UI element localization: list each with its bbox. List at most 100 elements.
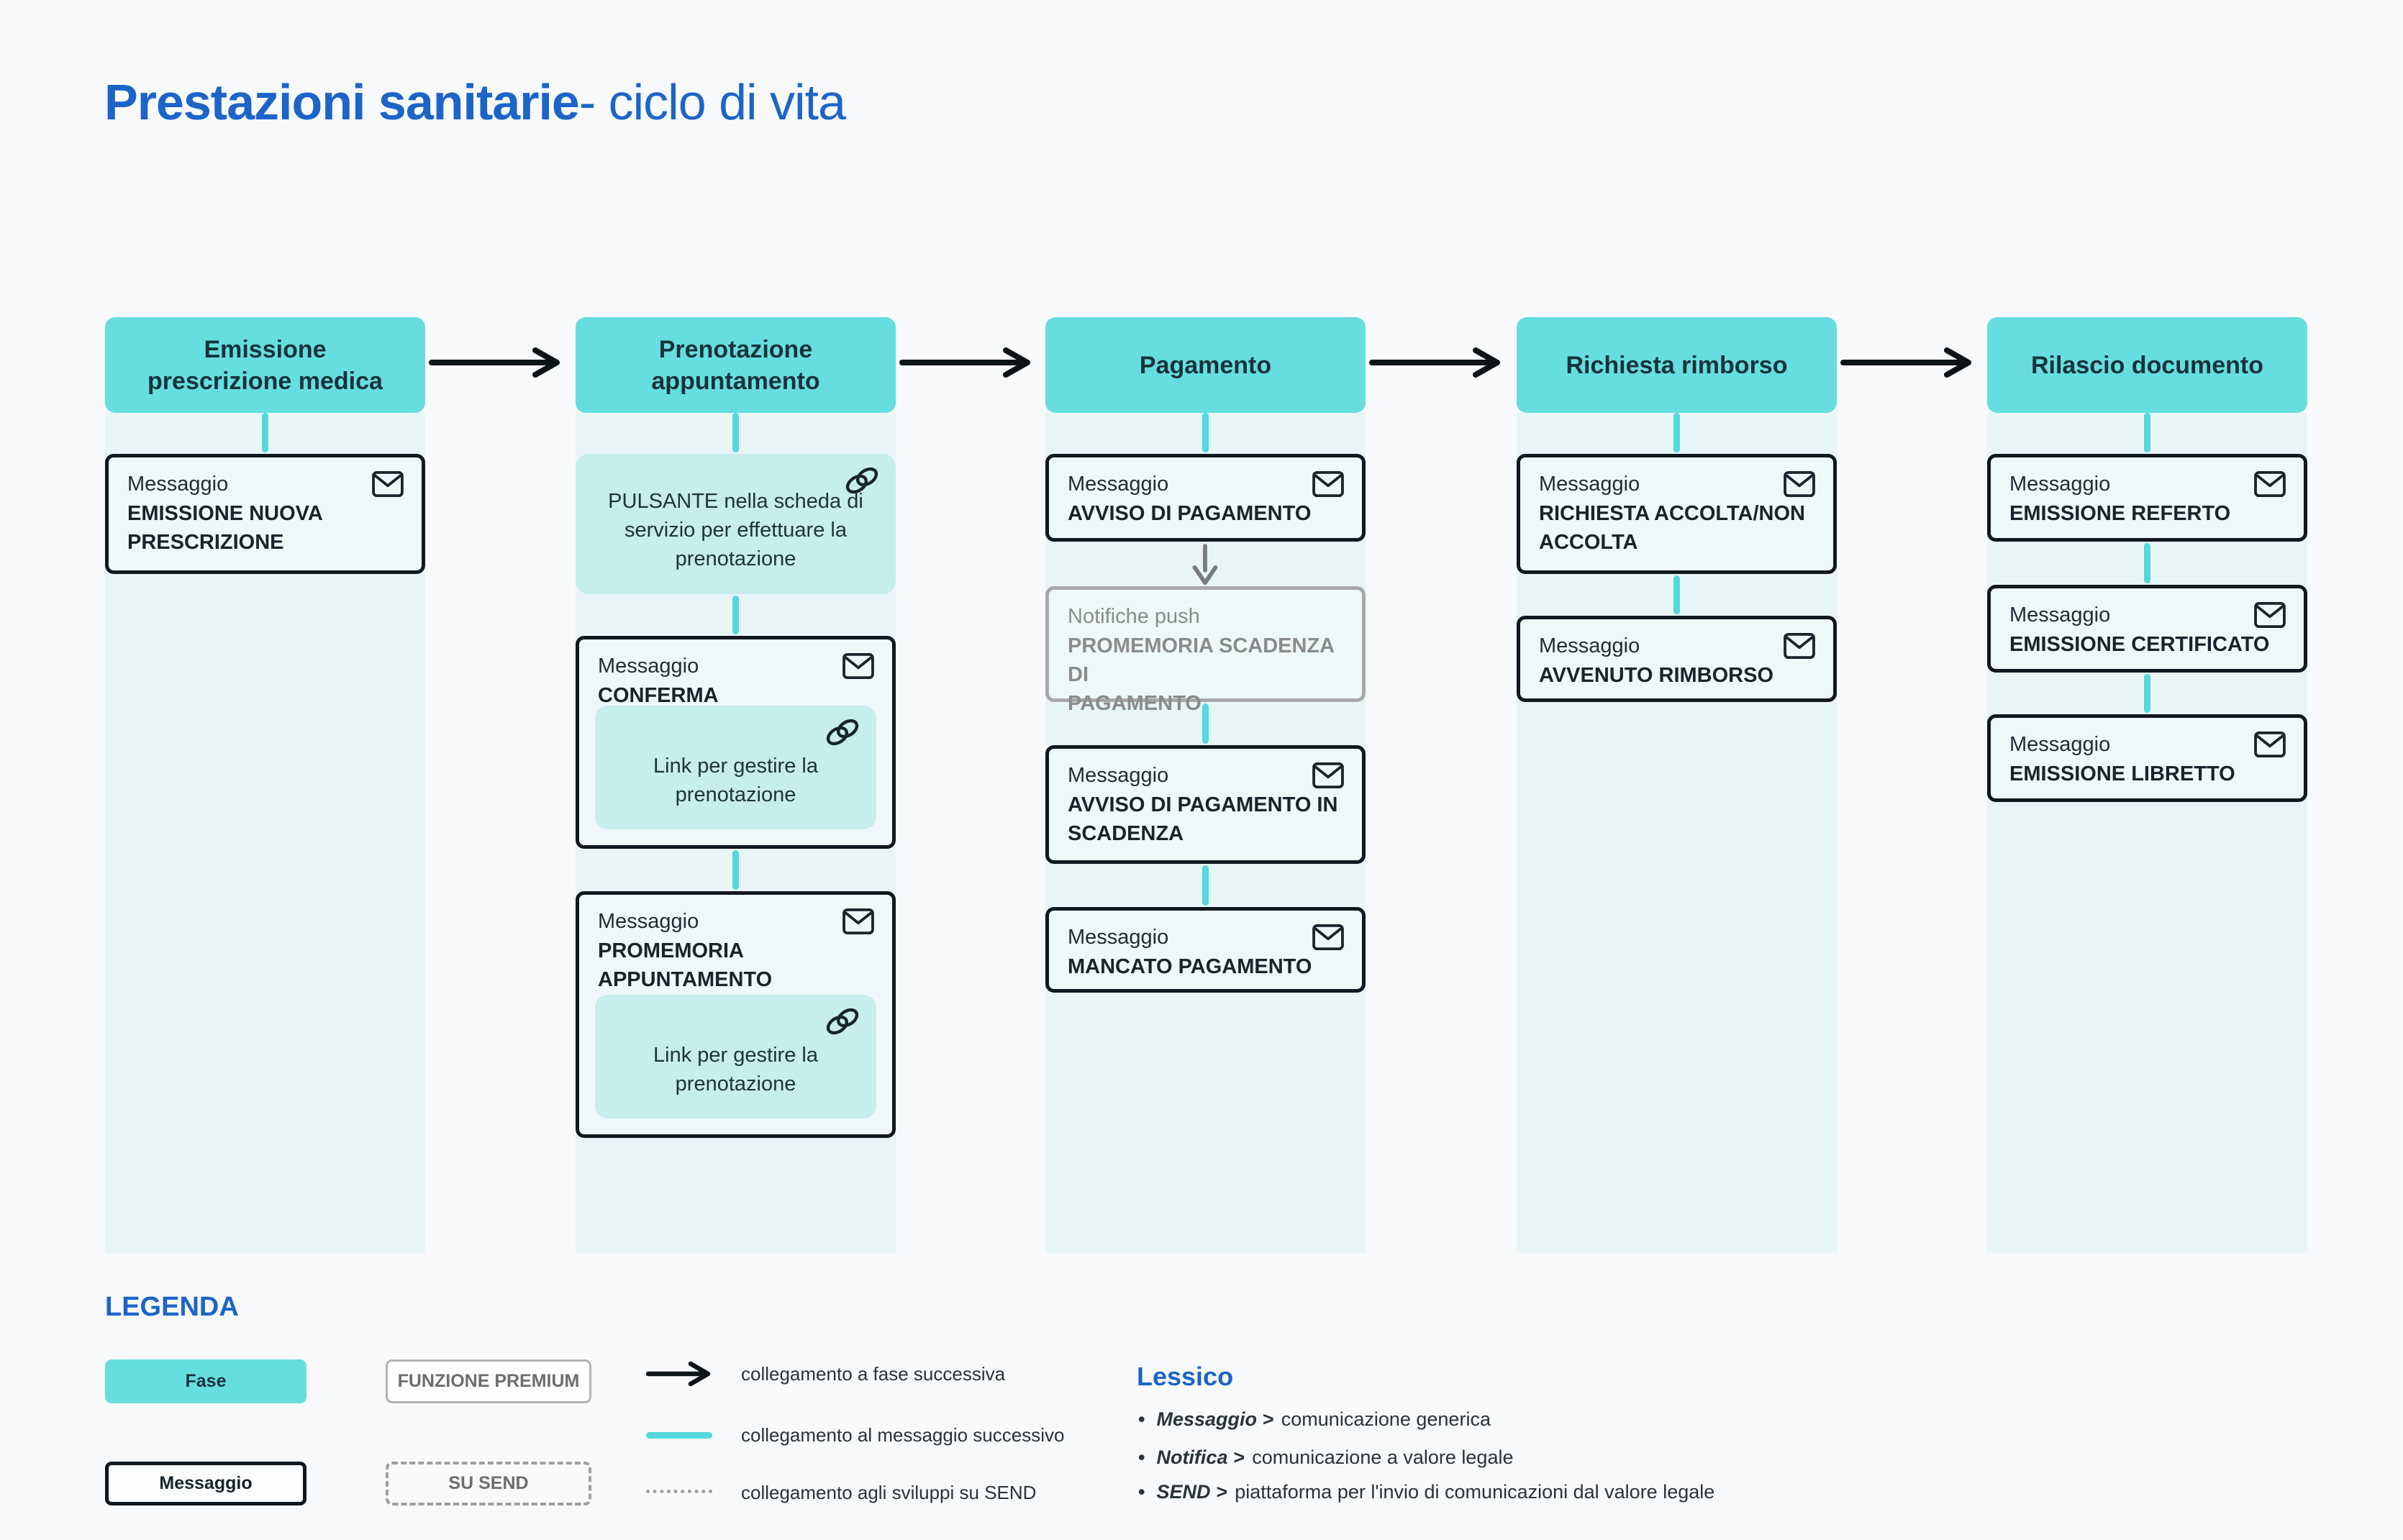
connector-col3-c [1202, 865, 1209, 906]
message-title: EMISSIONE CERTIFICATO [2009, 633, 2270, 656]
legend-dotted-connector-icon [646, 1490, 712, 1493]
message-title: PROMEMORIA SCADENZA DI PAGAMENTO [1068, 634, 1335, 715]
connector-col5-a [2144, 413, 2150, 452]
premium-action-box-pulsante-prenotazione: PULSANTE nella scheda di servizio per ef… [576, 454, 896, 594]
bullet-icon: • [1138, 1446, 1145, 1468]
legend-teal-connector-label: collegamento al messaggio successivo [741, 1424, 1065, 1446]
lessico-term: Messaggio [1156, 1408, 1257, 1430]
legend-arrow-icon [646, 1361, 711, 1387]
message-kind: Messaggio [1539, 473, 1640, 496]
legend-heading: LEGENDA [105, 1292, 239, 1322]
lessico-heading: Lessico [1137, 1362, 1234, 1391]
phase-arrow-4-icon [1840, 347, 1971, 378]
action-text: PULSANTE nella scheda di servizio per ef… [608, 490, 863, 570]
message-kind: Messaggio [1068, 764, 1169, 787]
mail-icon [842, 908, 874, 935]
push-notification-box-promemoria-scadenza: Notifiche push PROMEMORIA SCADENZA DI PA… [1045, 586, 1366, 715]
link-chain-icon [826, 719, 859, 746]
mail-icon [2254, 601, 2286, 629]
message-box-emissione-libretto: Messaggio EMISSIONE LIBRETTO [1987, 714, 2307, 802]
phase-header-prenotazione-appuntamento: Prenotazione appuntamento [576, 317, 896, 413]
mail-icon [842, 652, 874, 680]
connector-col3-b [1202, 703, 1209, 744]
premium-link-box-gestione-prenotazione: Link per gestire la prenotazione [595, 995, 876, 1118]
message-box-emissione-referto: Messaggio EMISSIONE REFERTO [1987, 454, 2307, 542]
connector-col2-c [732, 850, 739, 890]
phase-header-pagamento: Pagamento [1045, 317, 1366, 413]
lessico-term: SEND [1156, 1481, 1211, 1503]
message-box-conferma-appuntamento: Messaggio CONFERMA APPUNTAMENTO Link per… [576, 636, 896, 849]
lessico-item-messaggio: • Messaggio > comunicazione generica [1138, 1407, 1491, 1431]
phase-arrow-3-icon [1369, 347, 1500, 378]
lessico-separator: > [1263, 1408, 1274, 1430]
message-kind: Messaggio [598, 655, 699, 678]
connector-col5-c [2144, 674, 2150, 713]
legend-su-send-sample: SU SEND [386, 1462, 591, 1505]
legend-dotted-connector-label: collegamento agli sviluppi su SEND [741, 1482, 1037, 1503]
message-kind: Notifiche push [1068, 605, 1200, 628]
message-title: MANCATO PAGAMENTO [1068, 955, 1312, 978]
premium-link-box-gestione-prenotazione: Link per gestire la prenotazione [595, 706, 876, 829]
lessico-description: comunicazione a valore legale [1252, 1446, 1514, 1468]
lessico-separator: > [1216, 1481, 1228, 1503]
link-chain-icon [845, 467, 878, 494]
message-box-avviso-di-pagamento: Messaggio AVVISO DI PAGAMENTO [1045, 454, 1366, 542]
connector-col2-a [732, 413, 739, 452]
push-notification-arrow-icon [1192, 544, 1218, 586]
link-box-text: Link per gestire la prenotazione [653, 755, 818, 806]
message-title: AVVISO DI PAGAMENTO IN SCADENZA [1068, 793, 1338, 845]
phase-header-emissione-prescrizione: Emissione prescrizione medica [105, 317, 425, 413]
connector-col1-a [262, 413, 268, 452]
legend-messaggio-sample: Messaggio [105, 1462, 306, 1505]
connector-col5-b [2144, 543, 2150, 583]
page-title: Prestazioni sanitarie- ciclo di vita [104, 73, 846, 131]
message-title: AVVISO DI PAGAMENTO [1068, 502, 1312, 525]
connector-col3-a [1202, 413, 1209, 452]
message-kind: Messaggio [2009, 473, 2111, 496]
link-chain-icon [826, 1008, 859, 1035]
message-kind: Messaggio [2009, 733, 2111, 756]
message-title: EMISSIONE LIBRETTO [2009, 762, 2235, 785]
mail-icon [1312, 762, 1344, 789]
link-box-text: Link per gestire la prenotazione [653, 1044, 818, 1095]
message-box-richiesta-accolta-non-accolta: Messaggio RICHIESTA ACCOLTA/NON ACCOLTA [1517, 454, 1837, 574]
message-kind: Messaggio [598, 910, 699, 933]
bullet-icon: • [1138, 1408, 1145, 1430]
mail-icon [1784, 632, 1815, 660]
phase-header-rilascio-documento: Rilascio documento [1987, 317, 2307, 413]
message-kind: Messaggio [2009, 603, 2111, 627]
connector-col4-a [1673, 413, 1680, 452]
message-title: EMISSIONE NUOVA PRESCRIZIONE [127, 502, 323, 554]
page-title-main: Prestazioni sanitarie [104, 74, 580, 130]
message-kind: Messaggio [127, 473, 229, 496]
phase-arrow-1-icon [429, 347, 560, 378]
lessico-term: Notifica [1156, 1446, 1228, 1468]
mail-icon [1784, 470, 1815, 498]
connector-col4-b [1673, 575, 1680, 614]
message-kind: Messaggio [1539, 634, 1640, 657]
message-box-avvenuto-rimborso: Messaggio AVVENUTO RIMBORSO [1517, 616, 1837, 702]
lessico-item-send: •SEND>piattaforma per l'invio di comunic… [1138, 1480, 1714, 1504]
message-kind: Messaggio [1068, 473, 1169, 496]
message-title: RICHIESTA ACCOLTA/NON ACCOLTA [1539, 502, 1805, 554]
message-box-mancato-pagamento: Messaggio MANCATO PAGAMENTO [1045, 907, 1366, 993]
message-box-avviso-pagamento-in-scadenza: Messaggio AVVISO DI PAGAMENTO IN SCADENZ… [1045, 745, 1366, 864]
phase-header-richiesta-rimborso: Richiesta rimborso [1517, 317, 1837, 413]
legend-teal-connector-icon [646, 1432, 712, 1439]
legend-arrow-label: collegamento a fase successiva [741, 1363, 1006, 1385]
message-title: AVVENUTO RIMBORSO [1539, 664, 1774, 687]
message-box-emissione-certificato: Messaggio EMISSIONE CERTIFICATO [1987, 585, 2307, 673]
mail-icon [2254, 731, 2286, 758]
mail-icon [1312, 924, 1344, 951]
phase-arrow-2-icon [899, 347, 1030, 378]
connector-col2-b [732, 596, 739, 634]
lessico-item-notifica: •Notifica>comunicazione a valore legale [1138, 1445, 1513, 1470]
page-title-suffix: - ciclo di vita [578, 74, 846, 130]
mail-icon [2254, 470, 2286, 498]
message-kind: Messaggio [1068, 926, 1169, 949]
legend-fase-sample: Fase [105, 1359, 306, 1403]
legend-funzione-premium-sample: FUNZIONE PREMIUM [386, 1359, 591, 1403]
lessico-description: comunicazione generica [1281, 1408, 1491, 1430]
mail-icon [1312, 470, 1344, 498]
